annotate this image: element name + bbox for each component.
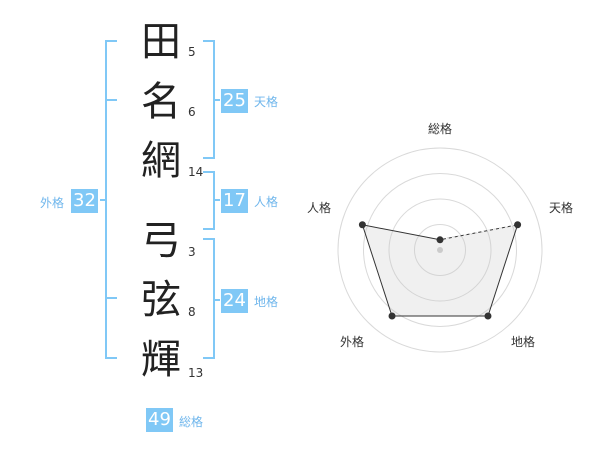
surname-strokes-2: 6 (188, 105, 196, 119)
radar-axis-label-gai: 外格 (340, 335, 365, 349)
sou-value-badge: 49 (146, 408, 173, 432)
gai-value-badge: 32 (71, 189, 98, 213)
radar-axis-label-jin: 人格 (307, 201, 332, 215)
gai-label: 外格 (40, 196, 65, 210)
radar-ring-3 (363, 173, 517, 327)
sou-label: 総格 (179, 415, 204, 429)
radar-point-1 (514, 221, 522, 229)
surname-char-3: 網 (141, 138, 181, 184)
radar-axis-label-sou: 総格 (428, 122, 453, 136)
jin-value-badge: 17 (221, 189, 248, 213)
chi-label: 地格 (254, 295, 279, 309)
given-char-3: 輝 (141, 337, 181, 383)
radar-point-4 (358, 221, 366, 229)
given-char-1: 弓 (141, 218, 181, 264)
surname-strokes-3: 14 (188, 165, 204, 179)
radar-point-0 (436, 236, 444, 244)
radar-dash-overlay (439, 224, 518, 241)
radar-point-3 (388, 312, 396, 320)
given-strokes-2: 8 (188, 305, 196, 319)
given-strokes-3: 13 (188, 366, 204, 380)
radar-center (437, 247, 443, 253)
radar-series-polygon (361, 224, 519, 317)
radar-ring-2 (388, 198, 492, 302)
given-char-2: 弦 (141, 277, 181, 323)
radar-ring-4 (337, 147, 543, 353)
surname-char-2: 名 (141, 79, 181, 125)
radar-axis-label-chi: 地格 (511, 335, 536, 349)
ten-label: 天格 (254, 95, 279, 109)
ten-value-badge: 25 (221, 89, 248, 113)
surname-strokes-1: 5 (188, 45, 196, 59)
surname-char-1: 田 (141, 19, 181, 65)
given-strokes-1: 3 (188, 245, 196, 259)
radar-ring-1 (414, 224, 466, 276)
chi-value-badge: 24 (221, 289, 248, 313)
radar-point-2 (484, 312, 492, 320)
radar-axis-label-ten: 天格 (549, 201, 574, 215)
chi-bracket (203, 238, 215, 359)
jin-label: 人格 (254, 195, 279, 209)
